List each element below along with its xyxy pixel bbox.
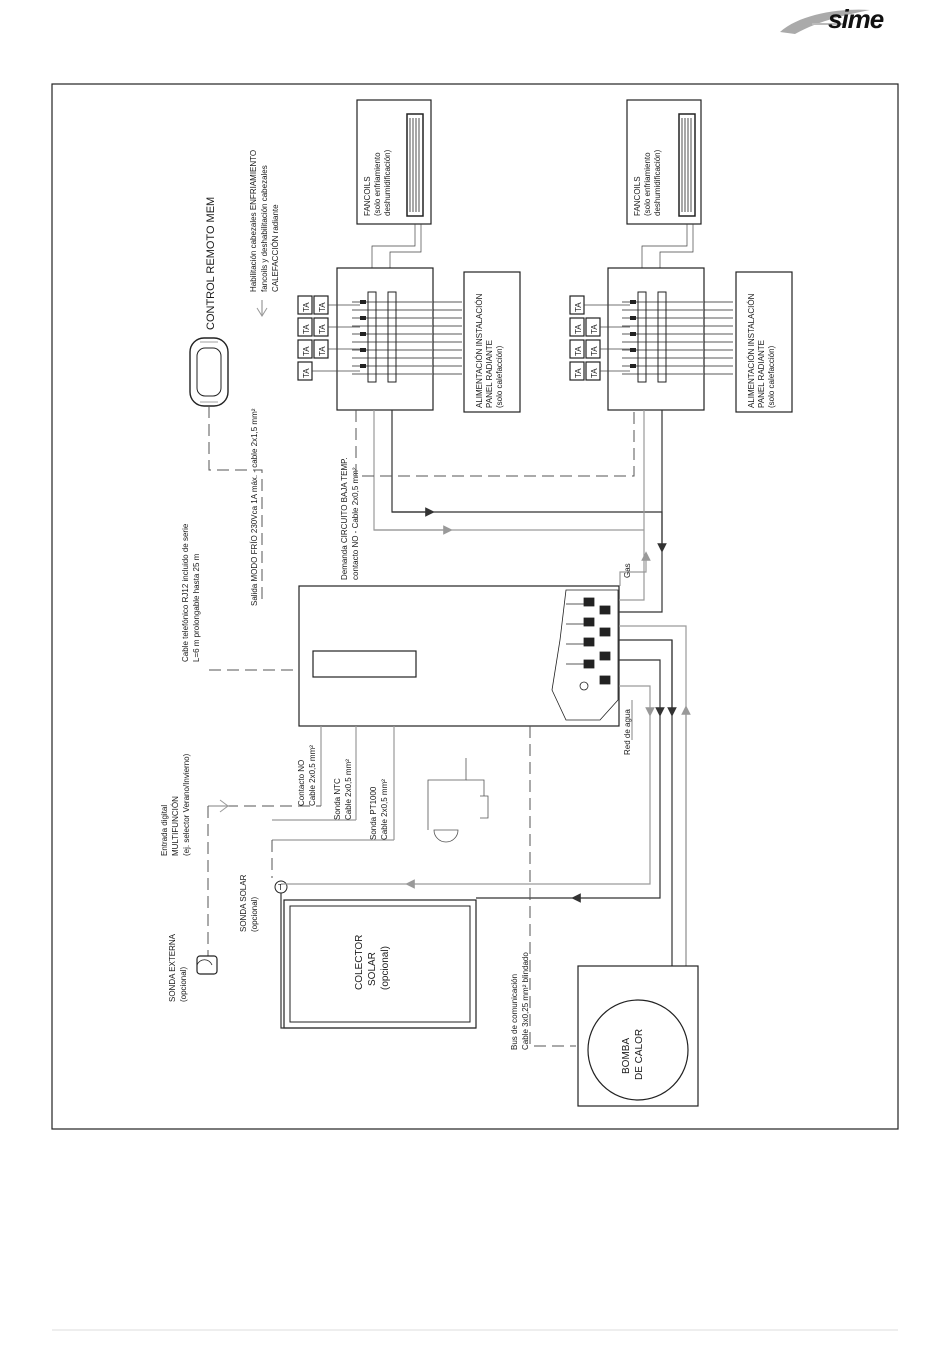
svg-text:Cable telefónico RJ12 incluido: Cable telefónico RJ12 incluido de serie … <box>181 521 201 662</box>
svg-text:COLECTOR SOLAR (op: COLECTOR SOLAR (opcional) <box>354 932 391 990</box>
fancoils-2-sub1: (solo enfriamiento <box>643 152 652 216</box>
svg-text:SONDA EXTERNA (opcional): SONDA EXTERNA (opcional) <box>168 932 188 1002</box>
fancoil-unit-2: FANCOILS (solo enfriamiento deshumidific… <box>626 99 702 225</box>
fancoils-2-sub2: deshumidificación) <box>653 149 662 216</box>
manifold-2 <box>607 267 733 411</box>
ta-label-4: TA <box>302 302 311 312</box>
bomba-calor-line2: DE CALOR <box>634 1029 645 1080</box>
svg-text:BOMBA DE CALOR: BOMBA DE CALOR <box>621 1029 645 1080</box>
alimentacion-2-sub1: PANEL RADIANTE <box>757 340 766 408</box>
entrada-digital-line3: (ej. selector Verano/Invierno) <box>182 753 191 856</box>
sonda-externa-line2: (opcional) <box>179 967 188 1002</box>
manifold-1 <box>336 267 462 411</box>
fancoils-1-sub1: (solo enfriamiento <box>373 152 382 216</box>
salida-modo-frio-label: Salida MODO FRÍO 230Vca 1A máx. - cable … <box>250 408 259 606</box>
habilitacion-line2: fancoils y deshabilitación cabezales <box>260 165 269 292</box>
sonda-solar-line1: SONDA SOLAR <box>239 874 248 932</box>
svg-text:SONDA SOLAR (opcional): SONDA SOLAR (opcional) <box>239 872 259 932</box>
sonda-pt1000-line2: Cable 2x0,5 mm² <box>380 779 389 840</box>
alimentacion-2-title: ALIMENTACIÓN INSTALACIÓN <box>747 293 756 408</box>
colector-solar-line2: SOLAR <box>367 952 378 986</box>
svg-text:Contacto NO Cable 2x0,5 mm: Contacto NO Cable 2x0,5 mm² <box>297 745 317 806</box>
ta-label-2: TA <box>302 346 311 356</box>
thermostats-group-1: TA TA TA TA TA TA TA <box>297 295 360 381</box>
alimentacion-box-2: ALIMENTACIÓN INSTALACIÓN PANEL RADIANTE … <box>735 271 793 413</box>
sonda-ntc-line2: Cable 2x0,5 mm² <box>344 759 353 820</box>
sonda-externa-line1: SONDA EXTERNA <box>168 933 177 1002</box>
svg-text:FANCOILS (solo enfriamie: FANCOILS (solo enfriamiento deshumidific… <box>633 149 662 216</box>
bomba-calor-line1: BOMBA <box>621 1038 632 1074</box>
colector-solar-line1: COLECTOR <box>354 935 365 990</box>
svg-text:ALIMENTACIÓN INSTALACIÓN: ALIMENTACIÓN INSTALACIÓN PANEL RADIANTE … <box>475 291 504 408</box>
habilitacion-line1: Habilitación cabezales ENFRIAMIENTO <box>249 150 258 292</box>
red-de-agua-label: Red de agua <box>623 709 632 755</box>
ta-label-11: TA <box>574 302 583 312</box>
logo-text: sime <box>828 4 884 34</box>
svg-text:FANCOILS (solo enfriamie: FANCOILS (solo enfriamiento deshumidific… <box>363 149 392 216</box>
colector-solar-line3: (opcional) <box>380 946 391 990</box>
diagram-frame <box>51 83 899 1130</box>
alimentacion-1-sub2: (solo calefacción) <box>495 345 504 408</box>
alimentacion-2-sub2: (solo calefacción) <box>767 345 776 408</box>
contacto-no-line2: Cable 2x0,5 mm² <box>308 745 317 806</box>
alimentacion-1-sub1: PANEL RADIANTE <box>485 340 494 408</box>
sonda-solar-line2: (opcional) <box>250 897 259 932</box>
sonda-solar: T SONDA SOLAR (opcional) <box>239 872 288 932</box>
bus-comunicacion-line1: Bus de comunicación <box>510 974 519 1050</box>
bus-comunicacion-line2: Cable 3x0,25 mm² blindado <box>521 952 530 1050</box>
svg-text:ALIMENTACIÓN INSTALACIÓN: ALIMENTACIÓN INSTALACIÓN PANEL RADIANTE … <box>747 291 776 408</box>
fancoils-1-title: FANCOILS <box>363 176 372 216</box>
cable-telefonico-line2: L=6 m prolongable hasta 25 m <box>192 553 201 662</box>
ta-label-13: TA <box>590 346 599 356</box>
ta-label-1: TA <box>302 368 311 378</box>
entrada-digital-line2: MULTIFUNCIÓN <box>171 796 180 856</box>
gas-label: Gas <box>623 563 632 578</box>
svg-text:Sonda NTC Cable 2x0,5 mm²: Sonda NTC Cable 2x0,5 mm² <box>333 759 353 820</box>
ta-label-14: TA <box>590 324 599 334</box>
tap-icon <box>427 758 489 843</box>
bomba-de-calor: BOMBA DE CALOR <box>577 965 699 1107</box>
demanda-line2: contacto NO - Cable 2x0,5 mm² <box>351 467 360 580</box>
sime-logo: sime <box>780 4 885 34</box>
entrada-digital-line1: Entrada digital <box>160 805 169 856</box>
fancoil-unit-1: FANCOILS (solo enfriamiento deshumidific… <box>356 99 432 225</box>
fancoils-1-sub2: deshumidificación) <box>383 149 392 216</box>
svg-text:Demanda CIRCUITO BAJA TEMP.: Demanda CIRCUITO BAJA TEMP. contacto NO … <box>340 455 360 580</box>
demanda-line1: Demanda CIRCUITO BAJA TEMP. <box>340 457 349 580</box>
ta-label-5: TA <box>318 346 327 356</box>
sonda-pt1000-line1: Sonda PT1000 <box>369 786 378 840</box>
cable-telefonico-line1: Cable telefónico RJ12 incluido de serie <box>181 523 190 662</box>
ta-label-6: TA <box>318 324 327 334</box>
sonda-ntc-line1: Sonda NTC <box>333 778 342 820</box>
svg-text:Habilitación cabezales ENFRIAM: Habilitación cabezales ENFRIAMIENTO fanc… <box>249 148 280 292</box>
control-remoto-label: CONTROL REMOTO MEM <box>205 197 217 330</box>
ta-label-3: TA <box>302 324 311 334</box>
habilitacion-line3: CALEFACCIÓN radiante <box>271 204 280 292</box>
contacto-no-line1: Contacto NO <box>297 760 306 806</box>
alimentacion-1-title: ALIMENTACIÓN INSTALACIÓN <box>475 293 484 408</box>
thermostats-group-2: TA TA TA TA TA TA TA <box>569 295 630 381</box>
ta-label-7: TA <box>318 302 327 312</box>
sonda-solar-symbol: T <box>278 883 283 892</box>
svg-text:Sonda PT1000 Cable 2x0,5 m: Sonda PT1000 Cable 2x0,5 mm² <box>369 779 389 840</box>
ta-label-12: TA <box>590 368 599 378</box>
ta-label-9: TA <box>574 346 583 356</box>
control-remoto-mem: CONTROL REMOTO MEM <box>189 197 229 407</box>
colector-solar: COLECTOR SOLAR (opcional) <box>283 899 477 1029</box>
sonda-externa: SONDA EXTERNA (opcional) <box>168 932 218 1002</box>
svg-text:Entrada digital MULTIFUNCI: Entrada digital MULTIFUNCIÓN (ej. select… <box>160 753 191 856</box>
ta-label-10: TA <box>574 324 583 334</box>
ta-label-8: TA <box>574 368 583 378</box>
svg-text:Bus de comunicación Cable: Bus de comunicación Cable 3x0,25 mm² bli… <box>510 952 530 1050</box>
fancoils-2-title: FANCOILS <box>633 176 642 216</box>
main-module <box>298 585 620 727</box>
alimentacion-box-1: ALIMENTACIÓN INSTALACIÓN PANEL RADIANTE … <box>463 271 521 413</box>
